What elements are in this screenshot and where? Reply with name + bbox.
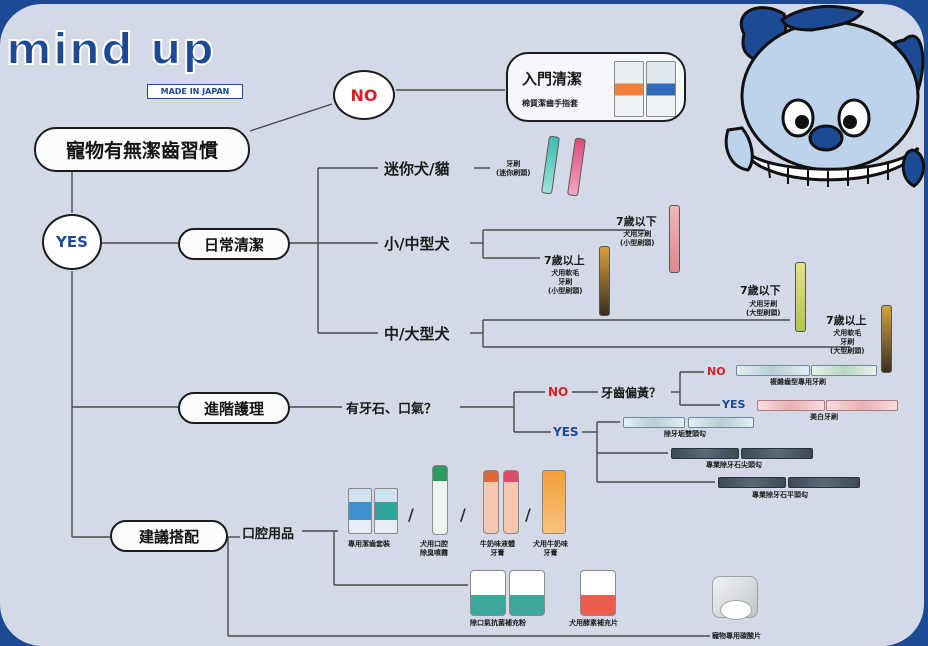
dog-mascot-illustration (724, 4, 925, 188)
scaler-double-2 (688, 417, 754, 428)
large-under7-age: 7歲以下 (740, 284, 781, 297)
small-over7-product: 犬用軟毛 牙刷 (小型刷頭) (548, 269, 583, 295)
scaler-double-1 (623, 417, 685, 428)
tartar-yes-label: YES (553, 425, 579, 439)
whitening-brush-1 (757, 400, 825, 411)
small-over7-brush (599, 246, 610, 316)
liquid-toothpaste-1 (483, 470, 499, 534)
complex-brush-label: 複雜齒型專用牙刷 (770, 378, 826, 386)
cleaning-set-label: 專用潔齒套裝 (348, 540, 390, 548)
whitening-brush-2 (826, 400, 898, 411)
cleaning-set-pack-2 (374, 488, 398, 534)
made-in-japan-text: MADE IN JAPAN (160, 87, 230, 96)
small-under7-product: 犬用牙刷 (小型刷頭) (620, 230, 655, 247)
carbonate-tablet-label: 寵物專用碳酸片 (712, 632, 761, 640)
scaler-flat-2 (788, 477, 860, 488)
advanced-care-box: 進階護理 (178, 392, 290, 424)
small-medium-dog-label: 小/中型犬 (384, 235, 450, 253)
mind-up-logo: mind up (5, 23, 242, 78)
oral-products-label: 口腔用品 (242, 527, 295, 542)
root-question-box: 寵物有無潔齒習慣 (34, 127, 250, 172)
advanced-care-text: 進階護理 (203, 399, 264, 418)
whitening-brush-label: 美白牙刷 (810, 413, 838, 421)
large-over7-age: 7歲以上 (826, 314, 867, 327)
finger-cot-label: 棉質潔齒手指套 (522, 99, 578, 108)
enzyme-tablet-pouch (580, 570, 616, 616)
breath-powder-pouch-1 (470, 570, 506, 616)
small-under7-brush (669, 205, 680, 273)
liquid-toothpaste-label: 牛奶味液體 牙膏 (480, 540, 515, 557)
yellow-yes-label: YES (722, 398, 746, 411)
large-under7-brush (795, 262, 806, 332)
small-under7-age: 7歲以下 (616, 215, 657, 228)
breath-powder-label: 除口氣抗菌補充粉 (470, 619, 526, 627)
carbonate-tablet-image (712, 570, 762, 626)
finger-cot-pack-1 (614, 61, 644, 117)
small-over7-age: 7歲以上 (544, 254, 585, 267)
deodorant-spray-label: 犬用口腔 除臭噴霧 (420, 540, 448, 557)
basic-cleaning-title: 入門清潔 (522, 70, 583, 88)
milk-toothpaste-box (542, 470, 566, 534)
scaler-pointed-2 (741, 448, 813, 459)
scaler-flat-label: 專業除牙石平頭勾 (752, 491, 808, 499)
suggested-pairing-box: 建議搭配 (110, 520, 228, 552)
mini-dog-cat-label: 迷你犬/貓 (384, 160, 450, 178)
milk-toothpaste-label: 犬用牛奶味 牙膏 (533, 540, 568, 557)
scaler-pointed-1 (671, 448, 739, 459)
medium-large-dog-label: 中/大型犬 (384, 325, 450, 343)
basic-cleaning-box: 入門清潔 棉質潔齒手指套 (506, 52, 686, 122)
tartar-no-label: NO (548, 385, 569, 399)
root-question-text: 寵物有無潔齒習慣 (65, 140, 218, 162)
mini-brush-label: 牙刷 (迷你刷頭) (496, 160, 531, 177)
separator-slash-1: / (408, 505, 414, 524)
complex-brush-1 (736, 365, 810, 376)
daily-cleaning-box: 日常清潔 (178, 228, 290, 260)
yellow-no-label: NO (707, 365, 726, 378)
tartar-breath-question: 有牙石、口氣？ (346, 402, 438, 417)
root-no-text: NO (350, 85, 378, 105)
cleaning-set-pack-1 (348, 488, 372, 534)
separator-slash-3: / (525, 505, 531, 524)
large-over7-brush (881, 305, 892, 373)
daily-cleaning-text: 日常清潔 (203, 235, 264, 254)
made-in-japan-badge: MADE IN JAPAN (147, 84, 243, 99)
logo-text: mind up (5, 23, 215, 76)
separator-slash-2: / (460, 505, 466, 524)
scaler-flat-1 (718, 477, 786, 488)
breath-powder-pouch-2 (509, 570, 545, 616)
yellow-teeth-question: 牙齒偏黃？ (601, 386, 662, 400)
enzyme-tablet-label: 犬用酵素補充片 (569, 619, 618, 627)
scaler-pointed-label: 專業除牙石尖頭勾 (706, 461, 762, 469)
complex-brush-2 (811, 365, 877, 376)
suggested-pairing-text: 建議搭配 (138, 527, 199, 546)
large-under7-product: 犬用牙刷 (大型刷頭) (746, 300, 781, 317)
liquid-toothpaste-2 (503, 470, 519, 534)
deodorant-spray-bottle (432, 465, 448, 535)
root-no-circle: NO (333, 70, 395, 120)
root-yes-circle: YES (42, 214, 102, 270)
large-over7-product: 犬用軟毛 牙刷 (大型刷頭) (830, 329, 865, 355)
root-yes-text: YES (56, 233, 88, 251)
finger-cot-pack-2 (646, 61, 676, 117)
scaler-double-label: 除牙垢雙頭勾 (664, 430, 706, 438)
